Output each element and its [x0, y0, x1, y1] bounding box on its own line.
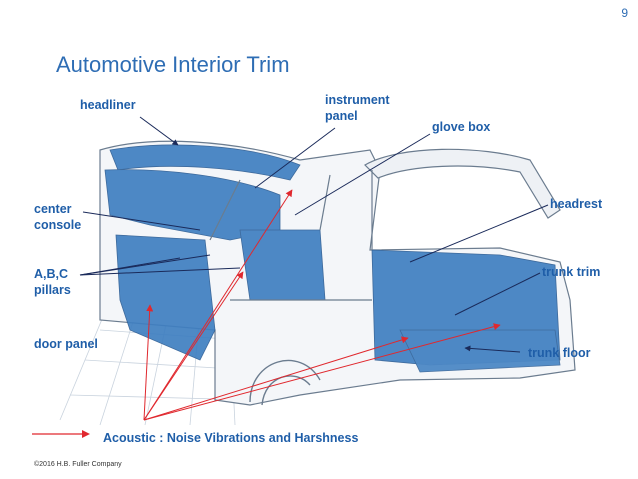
label-trunk-trim: trunk trim [542, 265, 601, 279]
acoustic-arrows [143, 189, 501, 421]
legend-text: Acoustic : Noise Vibrations and Harshnes… [103, 431, 359, 445]
label-trunk-floor: trunk floor [528, 346, 591, 360]
slide-title: Automotive Interior Trim [56, 52, 290, 77]
label-headrest: headrest [550, 197, 603, 211]
label-door-panel: door panel [34, 337, 98, 351]
slide-number: 9 [621, 6, 628, 20]
label-headliner: headliner [80, 98, 136, 112]
label-center-console: center console [34, 202, 82, 232]
pillar-outlines [209, 170, 373, 301]
label-instrument-panel: instrument panel [325, 93, 390, 123]
legend-arrow-icon [32, 430, 90, 438]
door-panel-region [115, 234, 216, 361]
copyright: ©2016 H.B. Fuller Company [34, 461, 122, 468]
cabin-region [239, 229, 326, 301]
label-pillars: A,B,C pillars [34, 267, 71, 297]
label-pointers [79, 116, 549, 353]
label-glove-box: glove box [432, 120, 491, 134]
